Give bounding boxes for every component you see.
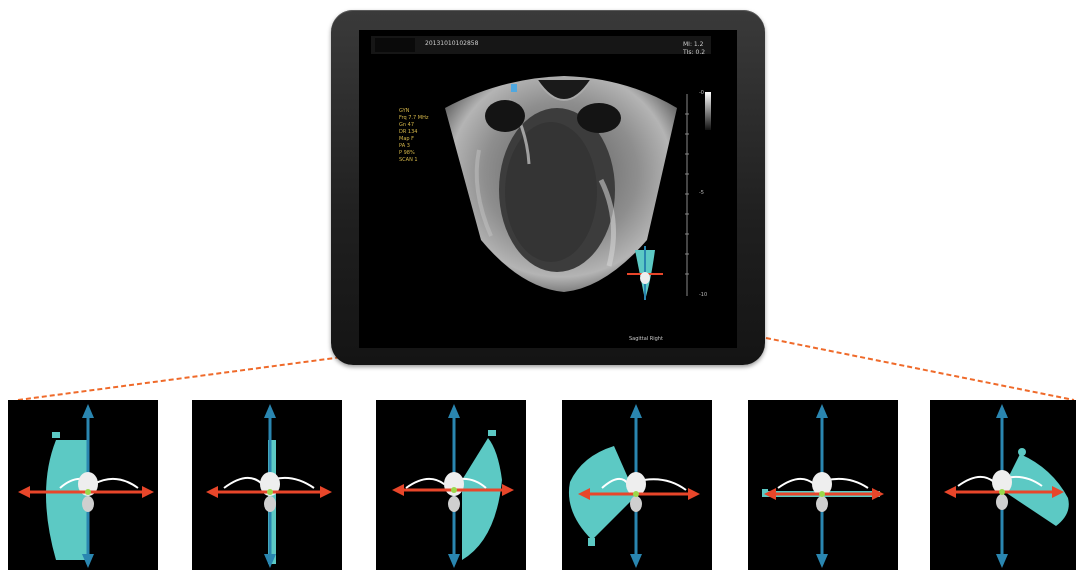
grayscale-bar — [705, 92, 711, 130]
sagittal-right-probe-diagram-icon — [376, 400, 526, 570]
scale-label-bottom: -10 — [699, 292, 707, 298]
thumbnail-coronal-tilt-left — [562, 400, 712, 570]
ultrasound-screen: 20131010102858 MI: 1.2 TIs: 0.2 GYN Frq … — [359, 30, 737, 348]
scale-label-top: -0 — [699, 90, 704, 96]
thumbnail-sagittal-right — [376, 400, 526, 570]
sagittal-left-probe-diagram-icon — [8, 400, 158, 570]
leader-line-right — [766, 338, 1074, 400]
coronal-tilt-left-probe-diagram-icon — [562, 400, 712, 570]
ultrasound-monitor: 20131010102858 MI: 1.2 TIs: 0.2 GYN Frq … — [331, 10, 765, 365]
scale-label-mid: -5 — [699, 190, 704, 196]
thumbnail-coronal-tilt-right — [930, 400, 1076, 570]
cyst-core — [505, 122, 597, 262]
leader-line-left — [18, 352, 380, 400]
orientation-marker — [511, 84, 517, 92]
ultrasound-image — [359, 30, 737, 348]
dark-lobe-left — [485, 100, 525, 132]
sagittal-center-probe-diagram-icon — [192, 400, 342, 570]
transverse-probe-diagram-icon — [748, 400, 898, 570]
coronal-tilt-right-probe-diagram-icon — [930, 400, 1076, 570]
thumbnail-sagittal-center — [192, 400, 342, 570]
orientation-caption: Sagittal Right — [629, 336, 663, 342]
thumbnail-sagittal-left — [8, 400, 158, 570]
thumbnail-transverse — [748, 400, 898, 570]
dark-lobe-right — [577, 103, 621, 133]
